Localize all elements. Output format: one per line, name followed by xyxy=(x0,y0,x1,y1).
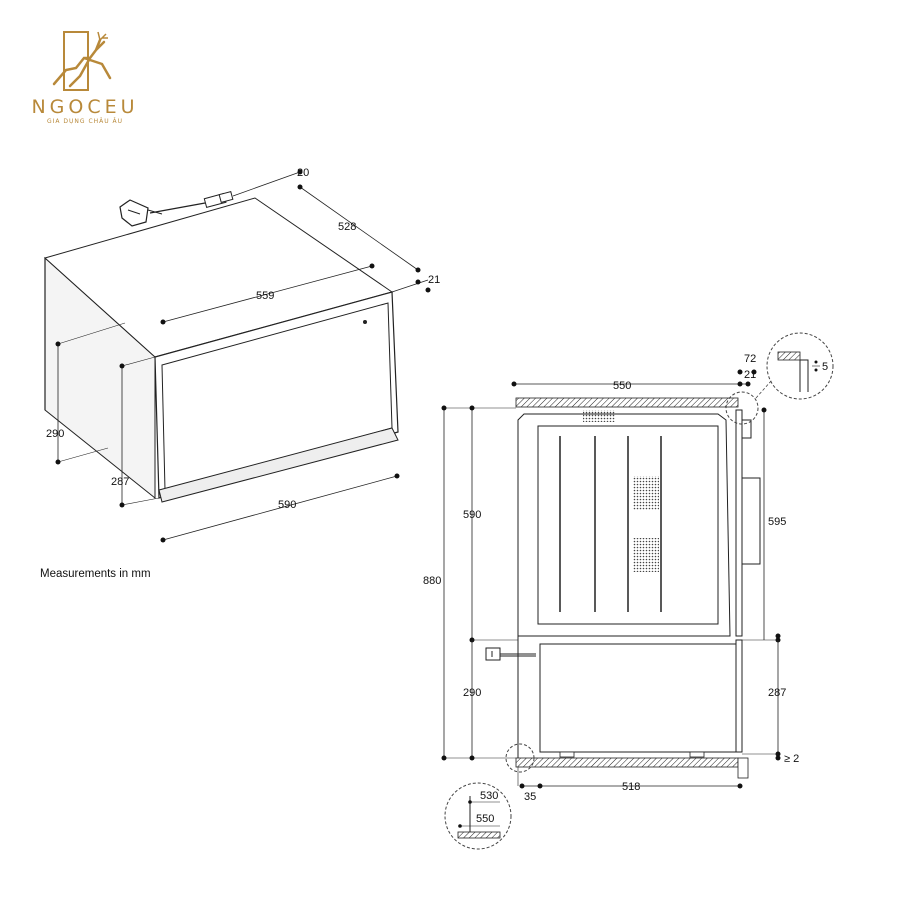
dim-side-21: 21 xyxy=(744,369,756,381)
isometric-view: 20 528 21 559 590 290 287 xyxy=(43,167,440,543)
dim-side-518: 518 xyxy=(622,781,640,793)
iso-plug-icon xyxy=(119,199,163,227)
vent-grille-top xyxy=(583,410,615,422)
dim-559: 559 xyxy=(256,290,274,302)
dim-side-gap: ≥ 2 xyxy=(784,753,799,765)
dim-side-287: 287 xyxy=(768,687,786,699)
dim-side-35: 35 xyxy=(524,791,536,803)
dim-287: 287 xyxy=(111,476,129,488)
dim-side-880: 880 xyxy=(423,575,441,587)
oven-door xyxy=(735,409,743,637)
dim-528: 528 xyxy=(338,221,356,233)
dim-290: 290 xyxy=(46,428,64,440)
vent-grille-low xyxy=(633,538,659,572)
dim-20: 20 xyxy=(297,167,309,179)
dim-590: 590 xyxy=(278,499,296,511)
vent-grille-mid xyxy=(633,476,659,510)
dim-detail-550: 550 xyxy=(476,813,494,825)
dim-21: 21 xyxy=(428,274,440,286)
iso-indicator-icon xyxy=(363,320,367,324)
dim-side-550: 550 xyxy=(613,380,631,392)
top-shelf xyxy=(515,397,739,408)
measurements-note: Measurements in mm xyxy=(40,568,151,580)
drawer-body xyxy=(539,643,739,753)
oven-handle xyxy=(741,477,761,565)
brand-logo-icon xyxy=(52,31,112,91)
dim-side-595: 595 xyxy=(768,516,786,528)
side-section-view: 550 72 21 5 590 880 595 290 287 ≥ 2 518 … xyxy=(423,332,834,850)
bottom-shelf xyxy=(515,757,739,768)
detail-circle-top xyxy=(766,332,834,400)
dim-detail-530: 530 xyxy=(480,790,498,802)
dim-side-5: 5 xyxy=(822,361,828,373)
brand-tagline: GIA DỤNG CHÂU ÂU xyxy=(46,118,124,125)
detail-circle-bottom xyxy=(444,782,512,850)
dim-side-290: 290 xyxy=(463,687,481,699)
brand-name: NGOCEU xyxy=(31,96,139,118)
dim-side-590: 590 xyxy=(463,509,481,521)
side-plug-icon xyxy=(485,647,536,661)
dim-side-72: 72 xyxy=(744,353,756,365)
